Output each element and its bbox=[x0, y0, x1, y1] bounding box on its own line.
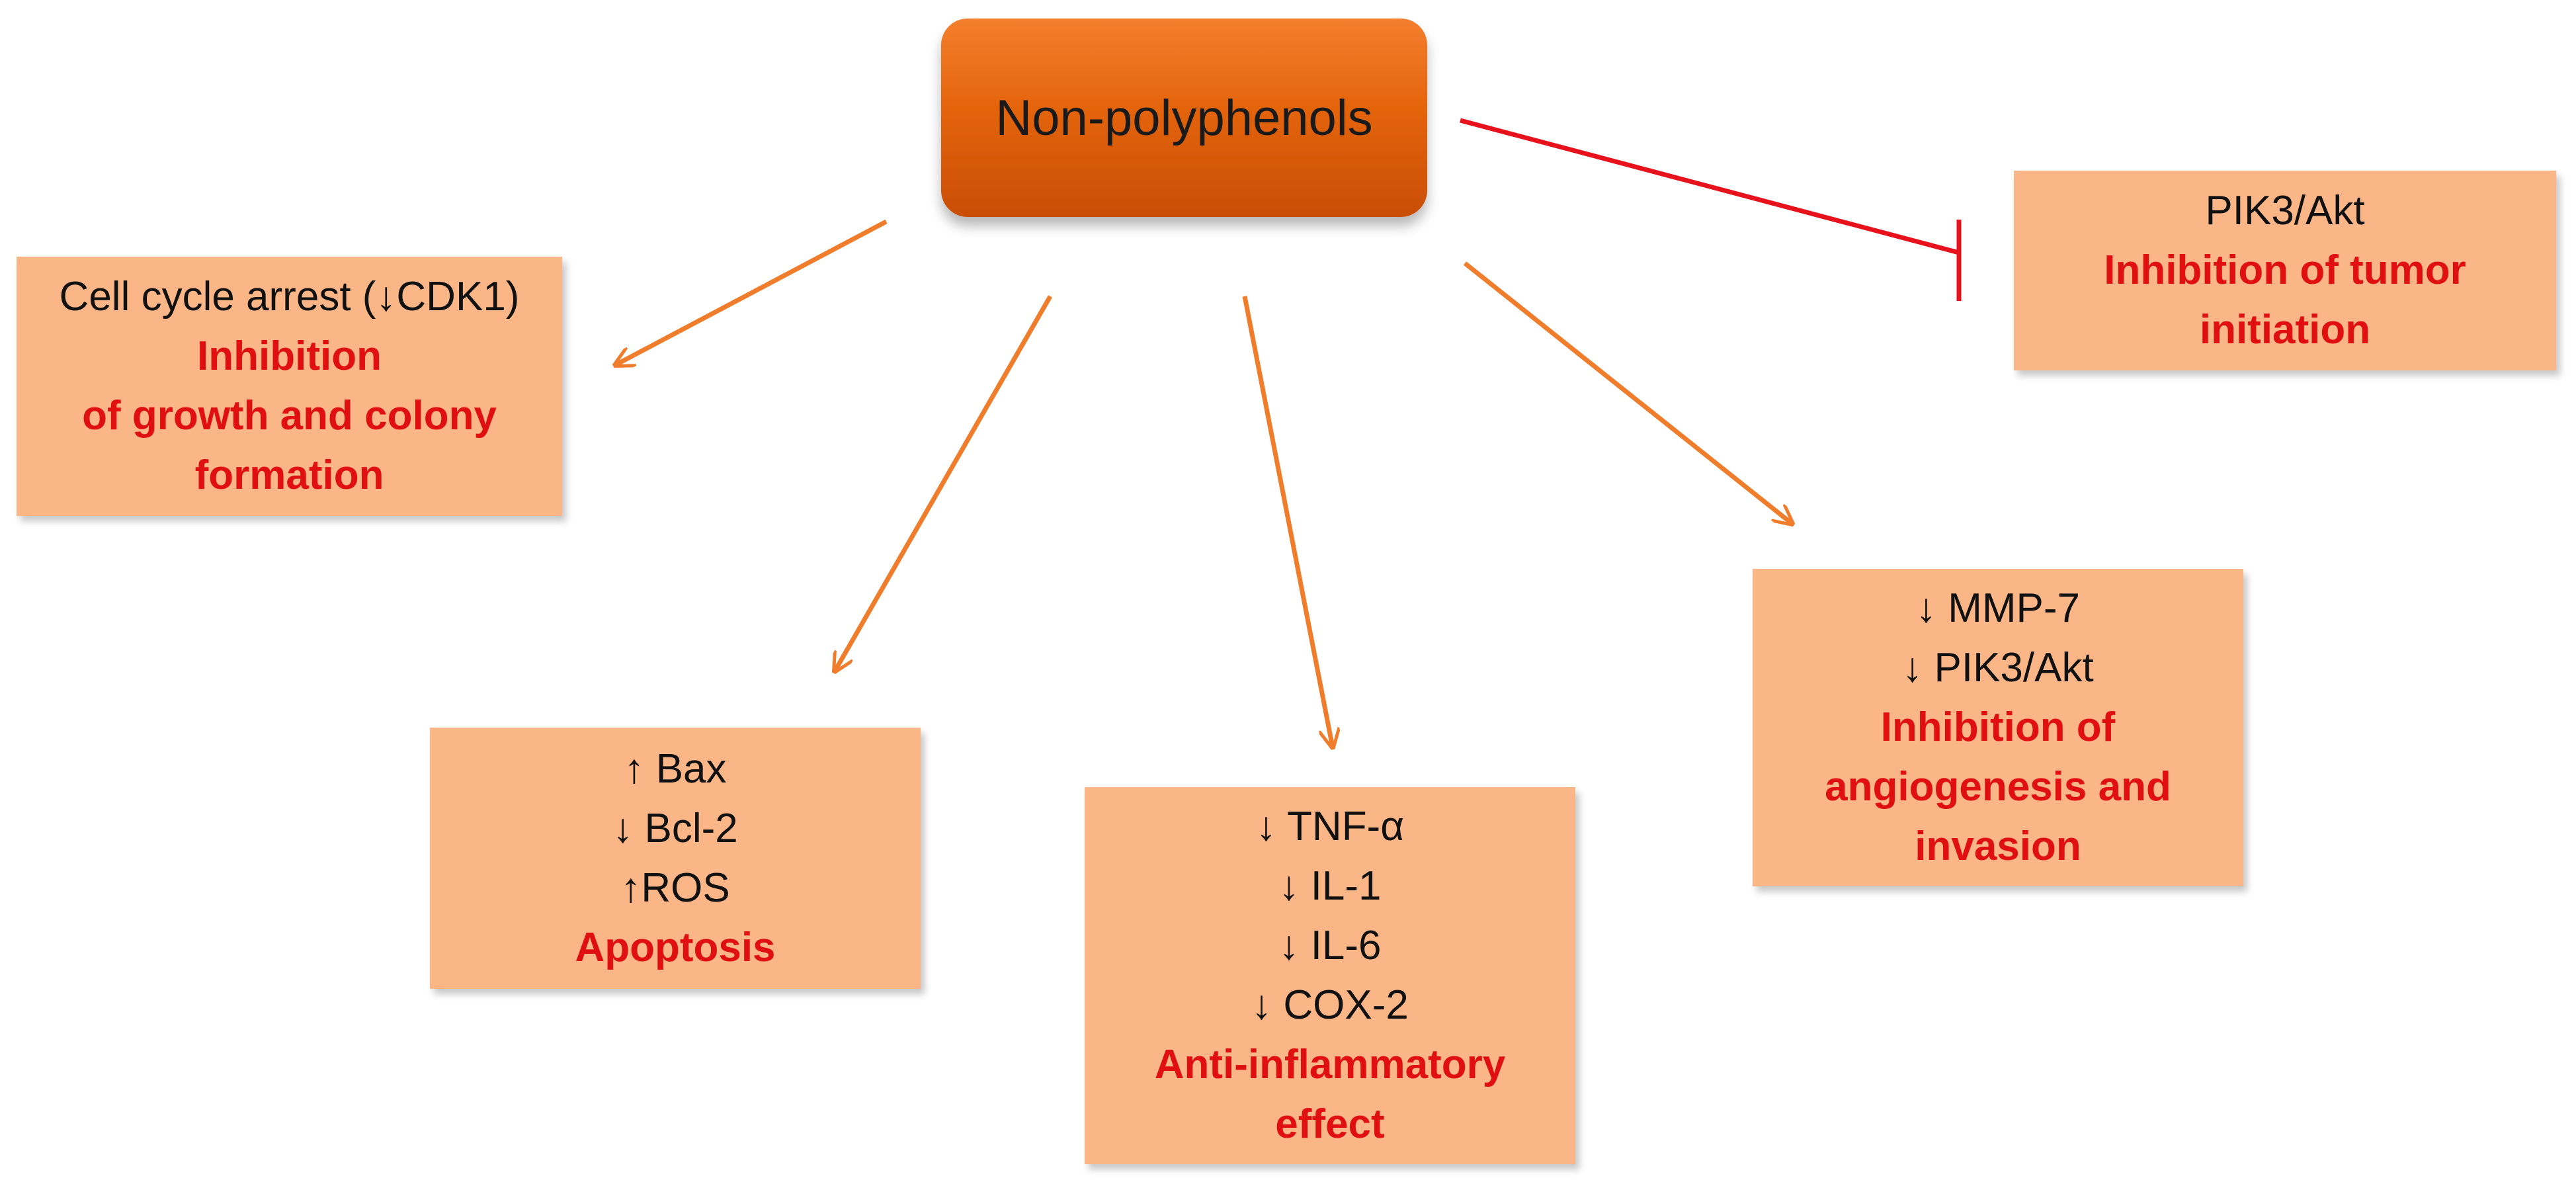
box-tumor-initiation: PIK3/Akt Inhibition of tumor initiation bbox=[2014, 171, 2556, 370]
tumor-outcome-line-1: Inhibition of tumor bbox=[2104, 247, 2466, 293]
inflammation-outcome-line-2: effect bbox=[1275, 1101, 1385, 1147]
arrow-to-inflammation bbox=[1242, 296, 1333, 747]
inhibition-line-to-tumor bbox=[1460, 118, 1960, 255]
arrow-to-angiogenesis bbox=[1463, 261, 1792, 524]
inflammation-mediator-il1: ↓ IL-1 bbox=[1278, 863, 1382, 909]
inflammation-mediator-cox2: ↓ COX-2 bbox=[1251, 982, 1409, 1028]
inflammation-mediator-il6: ↓ IL-6 bbox=[1278, 923, 1382, 968]
angiogenesis-outcome-line-3: invasion bbox=[1915, 824, 2081, 869]
inflammation-outcome-line-1: Anti-inflammatory bbox=[1154, 1042, 1506, 1087]
apoptosis-mediator-ros: ↑ROS bbox=[620, 865, 730, 911]
box-apoptosis: ↑ Bax ↓ Bcl-2 ↑ROS Apoptosis bbox=[430, 728, 921, 989]
cell-cycle-outcome-line-2: of growth and colony bbox=[82, 393, 497, 439]
angiogenesis-mediator-mmp7: ↓ MMP-7 bbox=[1916, 585, 2080, 631]
apoptosis-outcome: Apoptosis bbox=[575, 924, 776, 970]
cell-cycle-mediator: Cell cycle arrest (↓CDK1) bbox=[59, 274, 520, 319]
angiogenesis-outcome-line-1: Inhibition of bbox=[1880, 704, 2116, 750]
box-inflammation: ↓ TNF-α ↓ IL-1 ↓ IL-6 ↓ COX-2 Anti-infla… bbox=[1085, 787, 1575, 1164]
inflammation-mediator-tnf: ↓ TNF-α bbox=[1255, 804, 1405, 849]
cell-cycle-outcome-line-1: Inhibition bbox=[197, 333, 382, 379]
tumor-outcome-line-2: initiation bbox=[2199, 307, 2371, 353]
cell-cycle-outcome-line-3: formation bbox=[194, 452, 384, 498]
arrow-to-cell-cycle bbox=[615, 219, 888, 365]
apoptosis-mediator-bcl2: ↓ Bcl-2 bbox=[612, 805, 738, 851]
tumor-mediator-pik3: PIK3/Akt bbox=[2205, 188, 2365, 233]
box-angiogenesis: ↓ MMP-7 ↓ PIK3/Akt Inhibition of angioge… bbox=[1753, 569, 2243, 886]
center-label: Non-polyphenols bbox=[995, 89, 1373, 146]
center-node: Non-polyphenols bbox=[941, 19, 1427, 217]
box-cell-cycle: Cell cycle arrest (↓CDK1) Inhibition of … bbox=[17, 257, 562, 516]
arrow-to-apoptosis bbox=[835, 295, 1053, 671]
angiogenesis-mediator-pik3: ↓ PIK3/Akt bbox=[1902, 645, 2094, 691]
angiogenesis-outcome-line-2: angiogenesis and bbox=[1825, 764, 2171, 810]
apoptosis-mediator-bax: ↑ Bax bbox=[624, 745, 727, 792]
